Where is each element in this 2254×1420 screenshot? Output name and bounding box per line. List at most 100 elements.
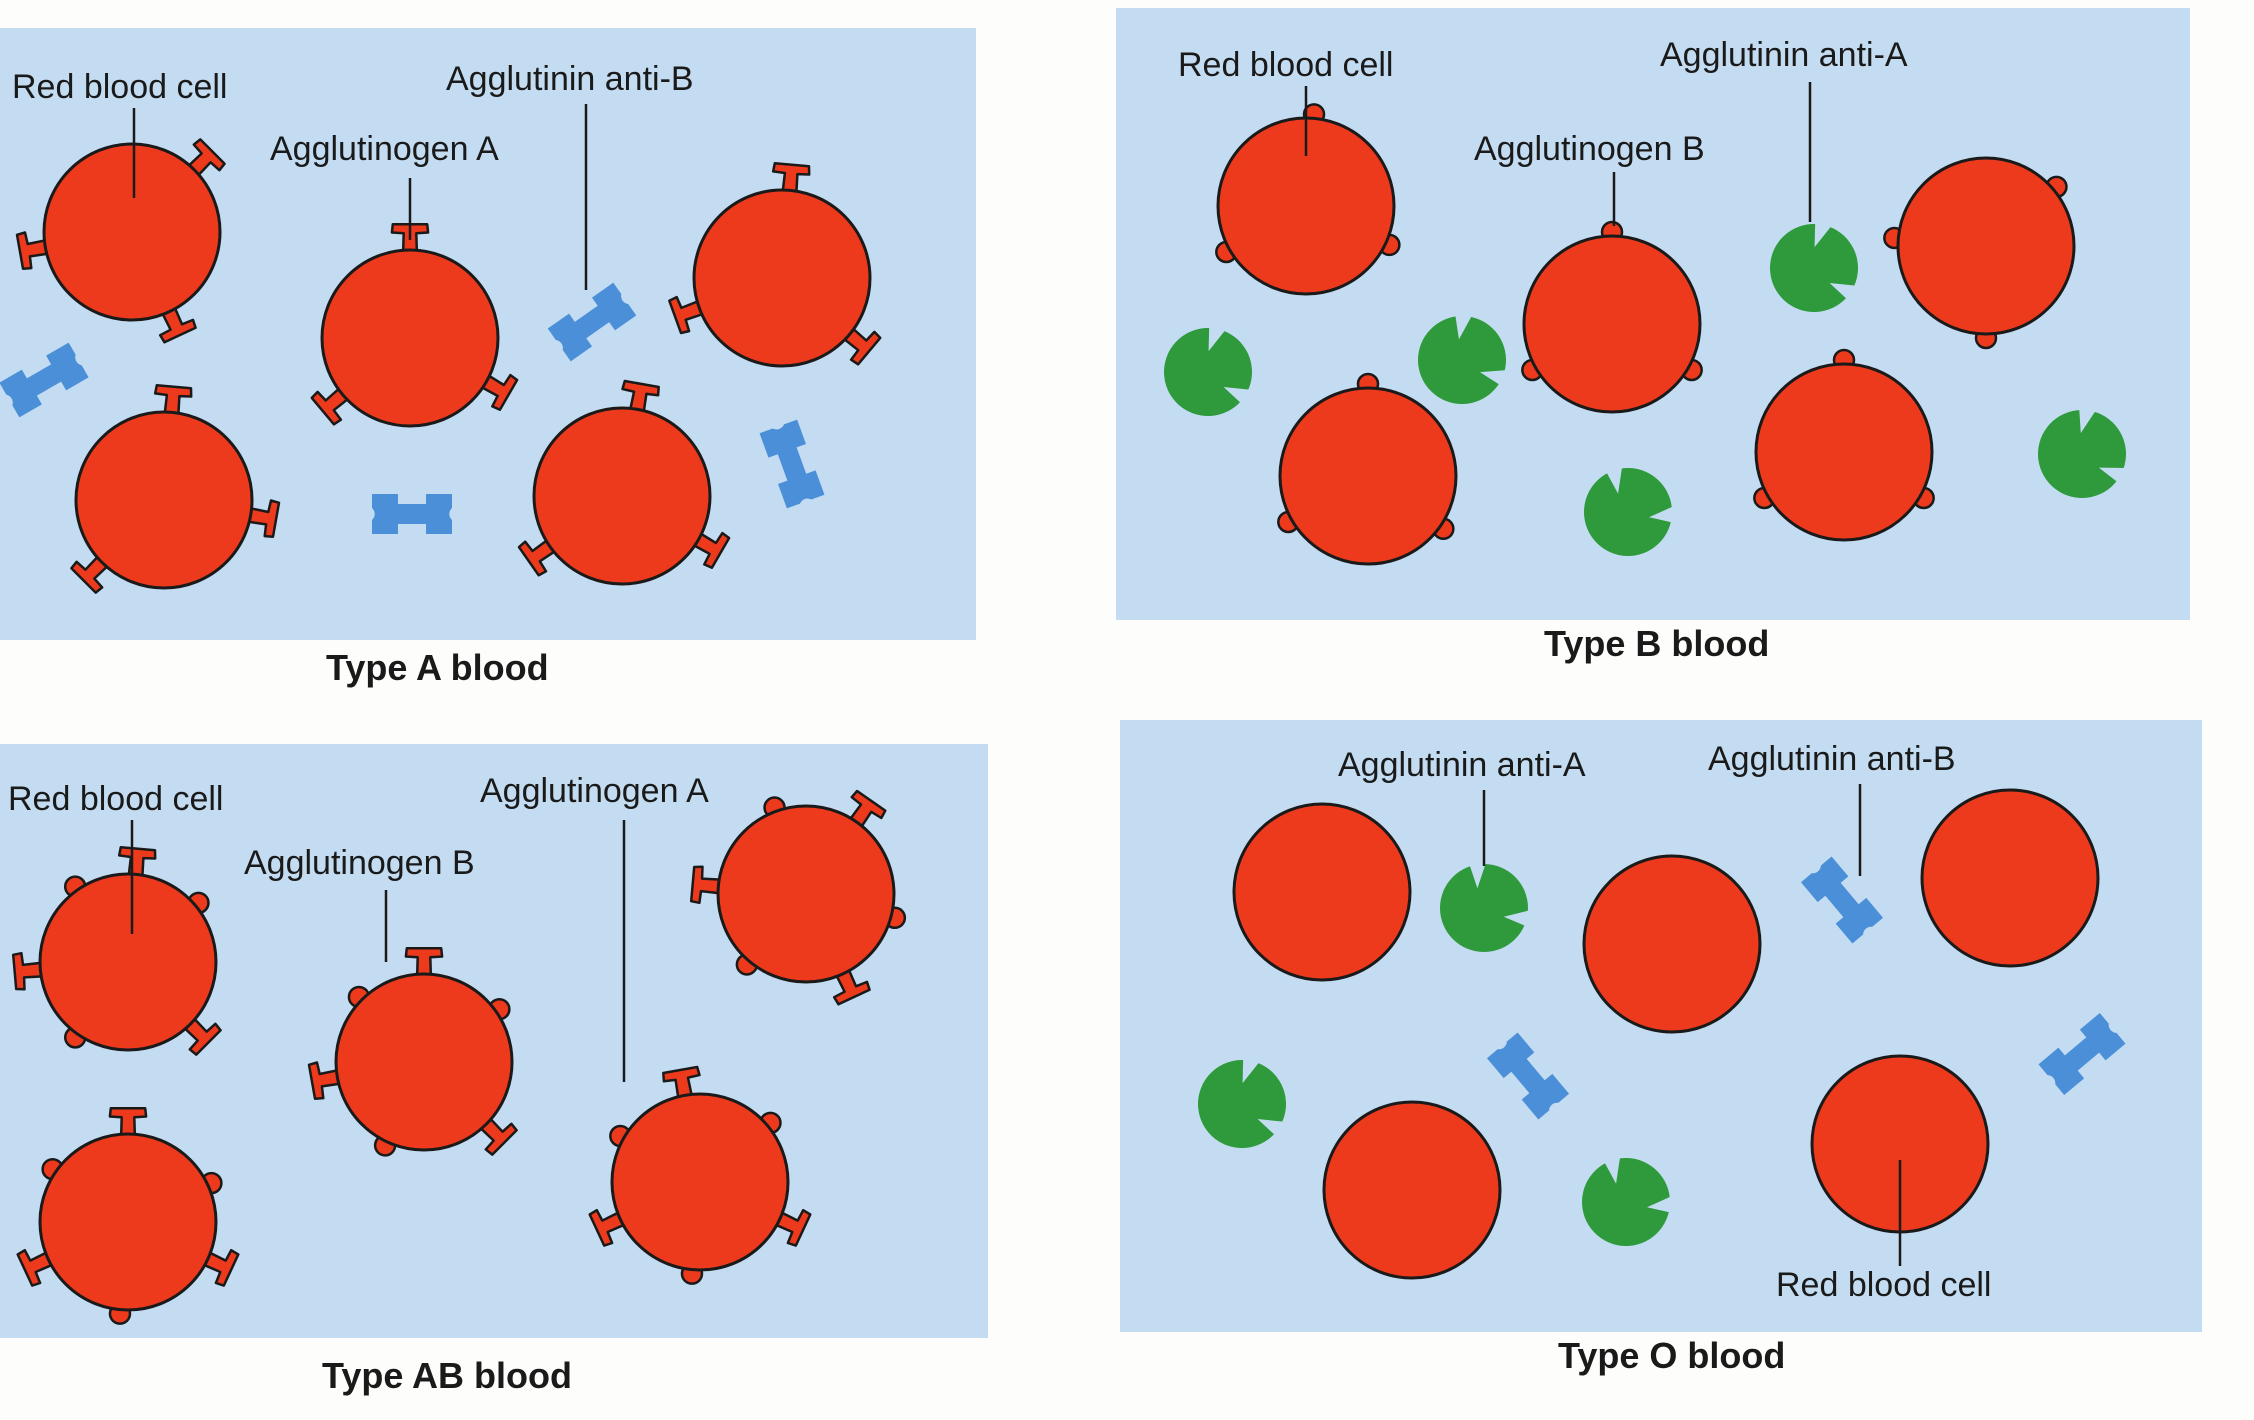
type-o-agglutinin-anti-a <box>1582 1156 1675 1246</box>
type-b-agglutinin-anti-a <box>1770 219 1858 312</box>
agglutinin-notch <box>1602 1156 1621 1184</box>
type-a-red-blood-cell-label: Red blood cell <box>12 68 228 106</box>
agglutinin-notch <box>1257 1119 1285 1139</box>
agglutinogen-a-prong <box>390 223 430 258</box>
panel-type-o: Agglutinin anti-A Agglutinin anti-B Red … <box>1120 720 2202 1332</box>
type-ab-rbc <box>588 1065 812 1285</box>
agglutinin-notch <box>1468 862 1487 889</box>
type-o-rbc <box>1920 788 2100 968</box>
agglutinin-body <box>1770 224 1858 312</box>
agglutinin-body <box>547 282 637 362</box>
agglutinin-notch <box>1454 312 1473 340</box>
type-ab-rbc <box>16 1107 240 1325</box>
cell-body <box>334 972 514 1152</box>
type-a-rbc <box>70 383 281 594</box>
type-b-agglutinin-anti-a <box>1164 323 1252 416</box>
type-b-agglutinin-label: Agglutinin anti-A <box>1660 36 1908 74</box>
type-a-agglutinin-anti-b <box>759 419 825 509</box>
type-b-illustration <box>1164 82 2126 566</box>
cell-body <box>1582 854 1762 1034</box>
agglutinin-notch <box>1604 466 1623 494</box>
cell-body <box>610 1092 790 1272</box>
agglutinin-body <box>0 342 89 418</box>
type-o-illustration <box>1198 784 2126 1280</box>
type-ab-agglutinogen-b-label: Agglutinogen B <box>244 844 475 882</box>
cell-body <box>1754 362 1934 542</box>
type-b-rbc <box>1521 220 1703 414</box>
type-b-agglutinogen-label: Agglutinogen B <box>1474 130 1705 168</box>
agglutinin-notch <box>1503 910 1530 928</box>
cell-body <box>74 410 254 590</box>
type-b-red-blood-cell-label: Red blood cell <box>1178 46 1394 84</box>
agglutinin-body <box>372 494 452 534</box>
agglutinin-notch <box>1208 323 1226 352</box>
cell-body <box>1278 386 1458 566</box>
agglutinin-notch <box>1814 219 1832 248</box>
cell-body <box>1232 802 1412 982</box>
agglutinin-body <box>2038 410 2126 498</box>
cell-body <box>38 1132 218 1312</box>
type-b-rbc <box>1215 103 1401 296</box>
type-o-agglutinin-anti-a <box>1440 862 1530 952</box>
agglutinin-body <box>1800 856 1884 944</box>
agglutinogen-a-prong <box>153 383 193 421</box>
type-b-caption: Type B blood <box>1544 623 1770 664</box>
agglutinogen-a-prong <box>771 161 811 199</box>
agglutinin-notch <box>1649 506 1677 524</box>
type-a-rbc <box>15 138 226 344</box>
type-ab-rbc <box>11 845 222 1056</box>
agglutinogen-a-prong <box>11 951 49 991</box>
type-ab-caption: Type AB blood <box>322 1355 572 1396</box>
type-a-illustration <box>0 104 882 594</box>
agglutinin-body <box>2038 1012 2126 1096</box>
type-o-rbc <box>1582 854 1762 1034</box>
type-o-agglutinin-anti-b <box>1800 856 1884 944</box>
type-ab-rbc <box>689 789 907 1006</box>
agglutinin-body <box>1164 328 1252 416</box>
type-o-agglutinin-anti-b <box>1486 1032 1570 1120</box>
type-a-agglutinin-anti-b <box>372 494 452 534</box>
agglutinin-body <box>1418 316 1506 404</box>
agglutinin-notch <box>1242 1055 1260 1084</box>
agglutinin-notch <box>2098 467 2126 486</box>
panel-type-ab: Red blood cell Agglutinogen B Agglutinog… <box>0 744 988 1338</box>
agglutinin-body <box>1584 468 1672 556</box>
type-o-caption: Type O blood <box>1558 1335 1786 1376</box>
type-b-agglutinin-anti-a <box>1584 466 1677 556</box>
type-a-agglutinin-anti-b <box>0 342 89 418</box>
cell-body <box>38 872 218 1052</box>
agglutinin-body <box>1440 864 1528 952</box>
agglutinogen-a-prong <box>689 865 727 905</box>
type-o-agglutinin-anti-a <box>1198 1055 1286 1148</box>
agglutinin-body <box>1582 1158 1670 1246</box>
type-o-rbc <box>1322 1100 1502 1280</box>
agglutinogen-a-prong <box>108 1107 148 1142</box>
type-b-agglutinin-anti-a <box>1418 312 1507 404</box>
agglutinogen-a-prong <box>117 845 157 883</box>
panel-type-a: Red blood cell Agglutinin anti-B Aggluti… <box>0 28 976 640</box>
type-a-rbc <box>310 223 519 428</box>
type-a-agglutinogen-label: Agglutinogen A <box>270 130 499 168</box>
type-o-rbc <box>1232 802 1412 982</box>
type-ab-illustration <box>11 789 907 1325</box>
agglutinogen-a-prong <box>404 947 444 982</box>
type-b-rbc <box>1277 372 1458 566</box>
type-a-agglutinin-anti-b <box>547 282 637 362</box>
cell-body <box>1920 788 2100 968</box>
type-a-agglutinin-label: Agglutinin anti-B <box>446 60 694 98</box>
type-b-rbc <box>1753 348 1935 542</box>
type-a-caption: Type A blood <box>326 647 549 688</box>
cell-body <box>1322 1100 1502 1280</box>
type-o-red-blood-cell-label: Red blood cell <box>1776 1266 1992 1304</box>
cell-body <box>42 142 222 322</box>
cell-body <box>716 804 896 984</box>
agglutinin-body <box>1198 1060 1286 1148</box>
cell-body <box>320 248 500 428</box>
panel-type-b: Red blood cell Agglutinin anti-A Aggluti… <box>1116 8 2190 620</box>
agglutinin-notch <box>1647 1196 1675 1214</box>
type-ab-rbc <box>307 947 518 1157</box>
agglutinin-notch <box>1223 387 1251 407</box>
agglutinin-notch <box>1829 283 1857 303</box>
agglutinin-notch <box>2079 405 2097 434</box>
type-a-rbc <box>517 379 731 586</box>
